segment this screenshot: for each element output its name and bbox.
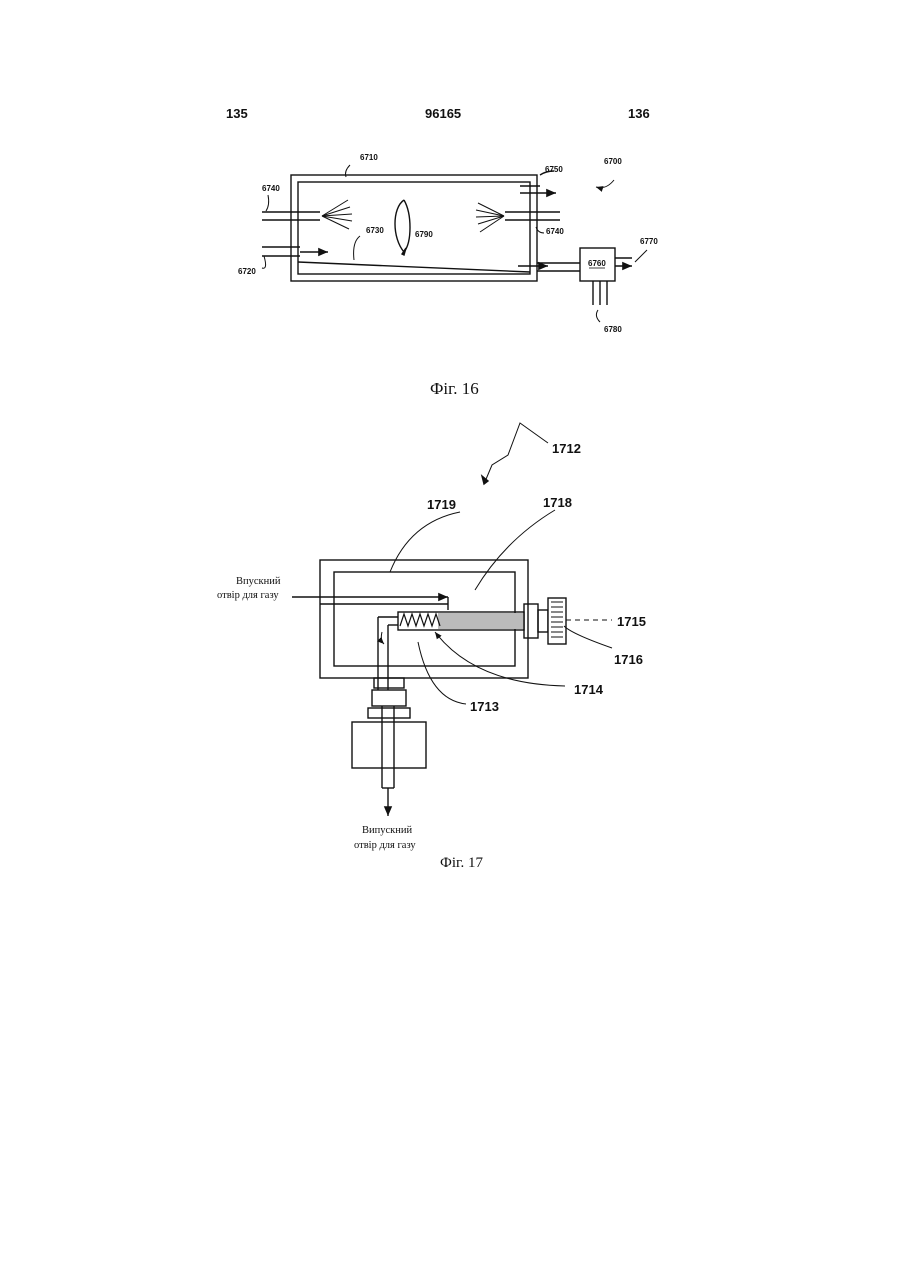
- figure-16: [262, 165, 647, 322]
- label-6790: 6790: [415, 230, 433, 239]
- label-1716: 1716: [614, 652, 643, 667]
- chamber-outer-wall: [291, 175, 537, 281]
- label-1713: 1713: [470, 699, 499, 714]
- swirl-arrow: [395, 200, 410, 252]
- gas-inlet-text-line1: Впускний: [236, 576, 281, 587]
- label-6770: 6770: [640, 237, 658, 246]
- figure-17-caption: Фіг. 17: [440, 855, 483, 871]
- outlet-block: [352, 722, 426, 768]
- figure-16-labels: 6710 6700 6740 6720 6730 6790 6750 6740 …: [238, 153, 658, 398]
- figure-17-labels: 1712 1719 1718 1715 1716 1714 1713 Впуск…: [217, 441, 646, 871]
- label-6720: 6720: [238, 267, 256, 276]
- heating-coil: [400, 614, 440, 626]
- device-leader: [484, 423, 548, 484]
- spray-nozzle-left: [322, 200, 352, 229]
- figure-17: [292, 423, 612, 816]
- label-6760: 6760: [588, 259, 606, 268]
- chamber-inner-wall: [298, 182, 530, 274]
- figure-16-caption: Фіг. 16: [430, 379, 479, 398]
- label-1718: 1718: [543, 495, 572, 510]
- label-6750: 6750: [545, 165, 563, 174]
- gas-inlet-text-line2: отвір для газу: [217, 590, 279, 601]
- label-1719: 1719: [427, 497, 456, 512]
- label-1714: 1714: [574, 682, 604, 697]
- label-6730: 6730: [366, 226, 384, 235]
- label-1712: 1712: [552, 441, 581, 456]
- label-6710: 6710: [360, 153, 378, 162]
- label-6740-left: 6740: [262, 184, 280, 193]
- spray-nozzle-right: [476, 203, 504, 232]
- label-6700: 6700: [604, 157, 622, 166]
- label-6740-right: 6740: [546, 227, 564, 236]
- label-1715: 1715: [617, 614, 646, 629]
- label-6780: 6780: [604, 325, 622, 334]
- baffle-plate: [298, 262, 530, 272]
- gas-outlet-text-line1: Випускний: [362, 825, 412, 836]
- gas-outlet-text-line2: отвір для газу: [354, 840, 416, 851]
- packed-bed: [438, 613, 524, 629]
